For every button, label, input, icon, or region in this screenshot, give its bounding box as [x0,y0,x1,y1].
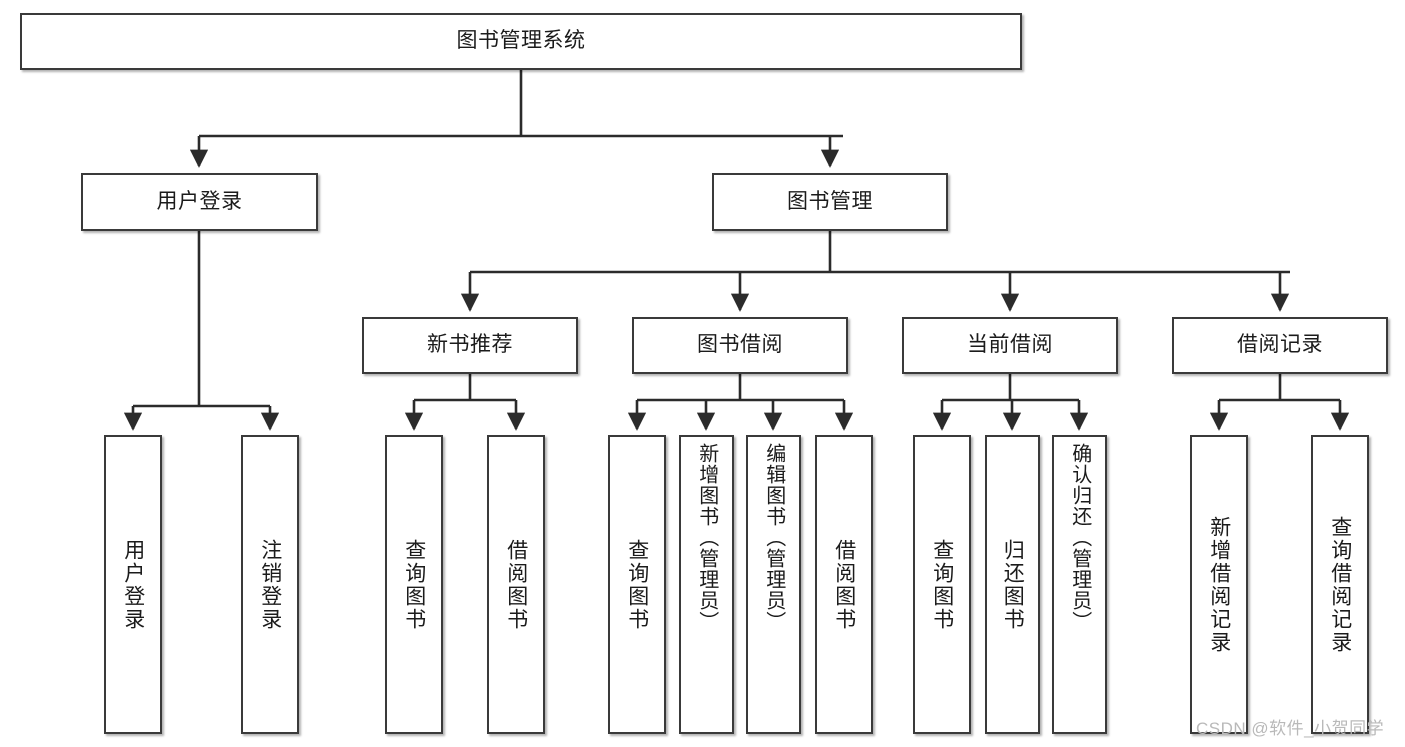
node-leaf-edit-book-label: 编辑图书（管理员） [762,443,785,632]
node-leaf-borrow-book-2-label: 借阅图书 [832,538,856,631]
node-leaf-return-book[interactable]: 归还图书 [985,435,1040,734]
node-leaf-borrow-book-1-label: 借阅图书 [504,538,528,631]
node-leaf-return-book-label: 归还图书 [1001,538,1025,631]
node-user-login-label: 用户登录 [156,189,243,213]
node-leaf-add-record-label: 新增借阅记录 [1207,515,1231,654]
node-root-label: 图书管理系统 [456,29,586,53]
node-borrow-record-label: 借阅记录 [1237,333,1323,357]
node-user-login[interactable]: 用户登录 [81,173,318,231]
csdn-watermark: CSDN @软件_小贺同学 [1196,719,1385,738]
node-leaf-logout-label: 注销登录 [258,538,282,631]
node-leaf-user-login-label: 用户登录 [121,538,145,631]
node-leaf-add-record[interactable]: 新增借阅记录 [1190,435,1248,734]
node-book-borrow[interactable]: 图书借阅 [632,317,848,374]
node-current-borrow[interactable]: 当前借阅 [902,317,1118,374]
node-leaf-query-book-3-label: 查询图书 [930,538,954,631]
node-leaf-query-record-label: 查询借阅记录 [1328,515,1352,654]
node-borrow-record[interactable]: 借阅记录 [1172,317,1388,374]
node-leaf-query-record[interactable]: 查询借阅记录 [1311,435,1369,734]
node-leaf-query-book-1-label: 查询图书 [402,538,426,631]
node-book-borrow-label: 图书借阅 [697,333,783,357]
node-leaf-query-book-2[interactable]: 查询图书 [608,435,666,734]
node-leaf-borrow-book-2[interactable]: 借阅图书 [815,435,873,734]
node-leaf-logout[interactable]: 注销登录 [241,435,299,734]
node-new-book-rec[interactable]: 新书推荐 [362,317,578,374]
node-leaf-user-login[interactable]: 用户登录 [104,435,162,734]
node-book-manage[interactable]: 图书管理 [712,173,948,231]
node-new-book-rec-label: 新书推荐 [427,333,513,357]
node-leaf-add-book[interactable]: 新增图书（管理员） [679,435,734,734]
node-leaf-add-book-label: 新增图书（管理员） [695,443,718,632]
node-current-borrow-label: 当前借阅 [967,333,1053,357]
node-leaf-confirm-return-label: 确认归还（管理员） [1068,443,1091,632]
node-leaf-query-book-3[interactable]: 查询图书 [913,435,971,734]
node-leaf-edit-book[interactable]: 编辑图书（管理员） [746,435,801,734]
node-leaf-confirm-return[interactable]: 确认归还（管理员） [1052,435,1107,734]
node-leaf-query-book-2-label: 查询图书 [625,538,649,631]
node-leaf-borrow-book-1[interactable]: 借阅图书 [487,435,545,734]
node-book-manage-label: 图书管理 [787,189,873,213]
node-leaf-query-book-1[interactable]: 查询图书 [385,435,443,734]
node-root[interactable]: 图书管理系统 [20,13,1022,70]
